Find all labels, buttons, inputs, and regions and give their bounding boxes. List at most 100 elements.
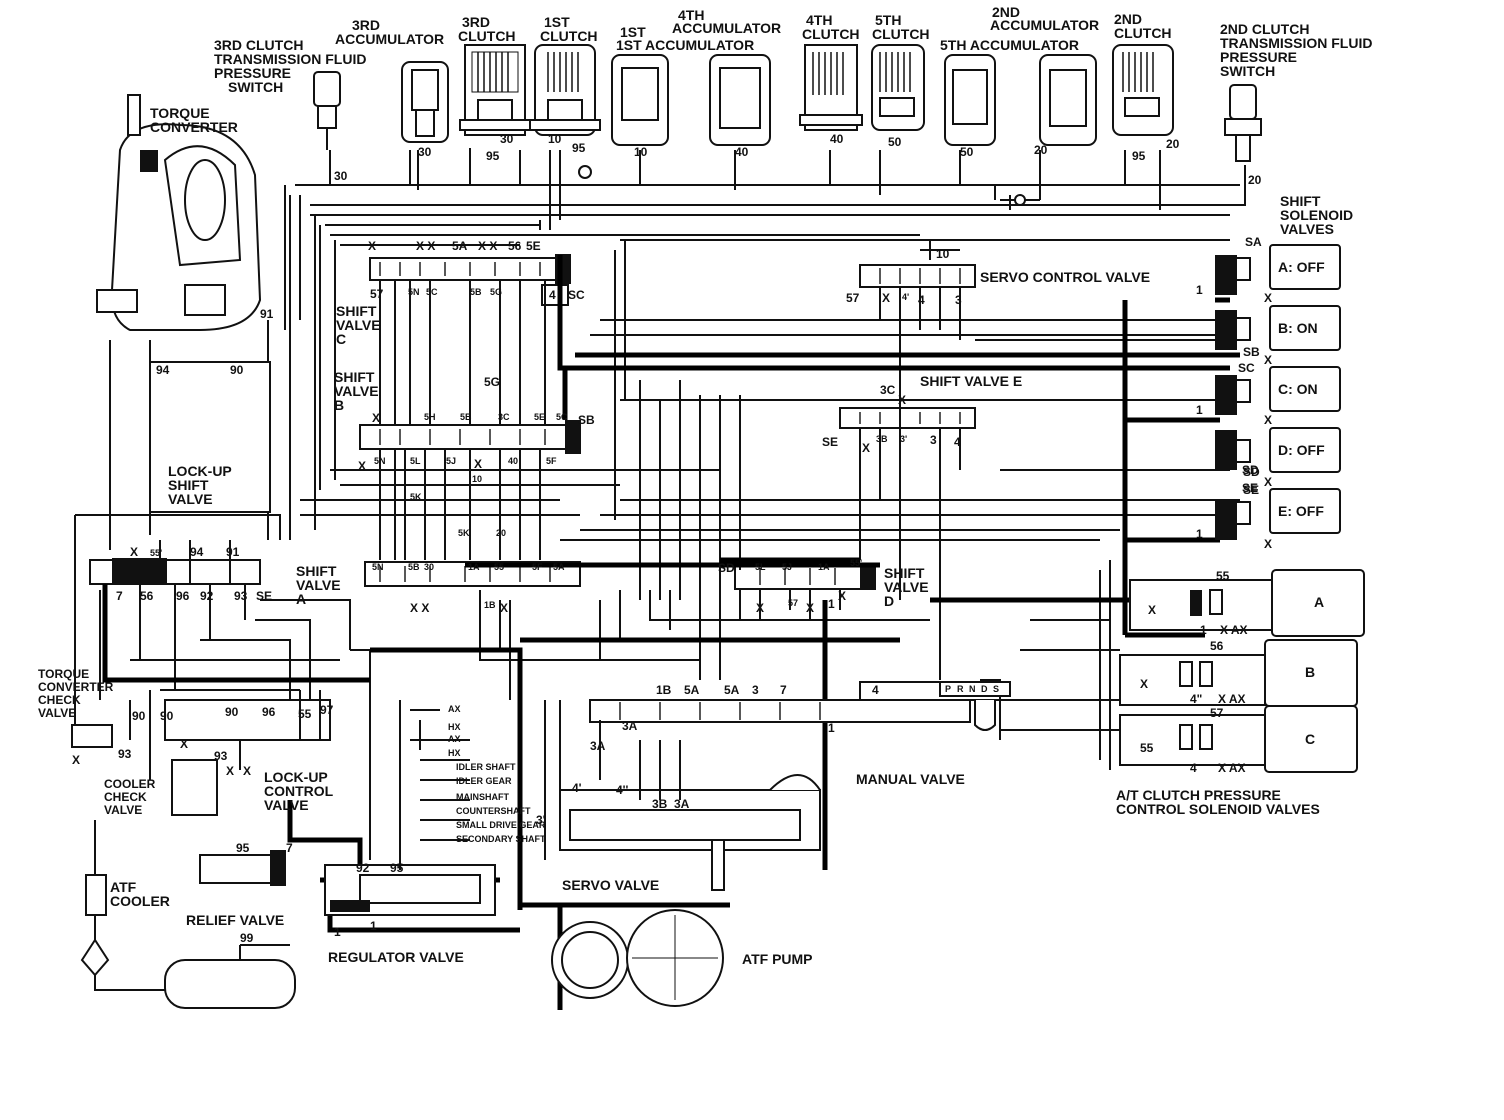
label-lock-up-control-valve: LOCK-UP	[264, 769, 328, 785]
servo-control-valve	[859, 264, 976, 288]
svg-text:4: 4	[918, 293, 925, 307]
svg-text:SC: SC	[568, 288, 585, 302]
svg-text:4: 4	[549, 288, 556, 302]
svg-text:56: 56	[1210, 639, 1224, 653]
svg-text:X: X	[838, 589, 846, 603]
svg-text:90: 90	[230, 363, 244, 377]
svg-text:3': 3'	[900, 434, 907, 444]
svg-text:1: 1	[828, 721, 835, 735]
svg-text:4: 4	[954, 435, 961, 449]
svg-text:X X: X X	[416, 239, 435, 253]
svg-text:3': 3'	[536, 813, 546, 827]
svg-text:VALVE: VALVE	[168, 491, 213, 507]
svg-text:SD: SD	[1243, 465, 1260, 479]
lower-valves	[71, 681, 1011, 916]
svg-text:X AX: X AX	[1218, 692, 1246, 706]
label-tc-check-valve: TORQUE	[38, 667, 89, 681]
label-regulator-valve: REGULATOR VALVE	[328, 949, 464, 965]
svg-text:57: 57	[370, 287, 384, 301]
pressure-solenoid-b: B	[1305, 664, 1315, 680]
svg-text:55: 55	[1140, 741, 1154, 755]
label-1st-accumulator-num: 1ST	[620, 24, 646, 40]
svg-text:SE: SE	[1243, 483, 1259, 497]
svg-text:X: X	[226, 764, 234, 778]
svg-text:1: 1	[828, 597, 835, 611]
svg-text:94: 94	[190, 545, 204, 559]
svg-text:SA: SA	[1245, 235, 1262, 249]
svg-text:AX: AX	[448, 704, 461, 714]
svg-text:TRANSMISSION FLUID: TRANSMISSION FLUID	[214, 51, 366, 67]
solenoid-e-state: E: OFF	[1278, 503, 1324, 519]
label-2nd-clutch: 2ND	[1114, 11, 1142, 27]
svg-text:1: 1	[1196, 527, 1203, 541]
svg-text:CLUTCH: CLUTCH	[802, 26, 860, 42]
svg-text:1: 1	[1196, 283, 1203, 297]
svg-text:90: 90	[225, 705, 239, 719]
svg-text:20: 20	[496, 528, 506, 538]
svg-text:56: 56	[508, 239, 522, 253]
svg-text:5A: 5A	[452, 239, 468, 253]
svg-text:ACCUMULATOR: ACCUMULATOR	[990, 17, 1099, 33]
svg-text:X: X	[500, 601, 508, 615]
pressure-switch-3rd	[313, 71, 341, 150]
label-shift-solenoids: SHIFT	[1280, 193, 1321, 209]
svg-text:SWITCH: SWITCH	[1220, 63, 1275, 79]
svg-text:30: 30	[424, 562, 434, 572]
label-1st-accumulator: 1ST ACCUMULATOR	[616, 37, 754, 53]
shift-valve-b	[359, 420, 581, 454]
svg-text:MAINSHAFT: MAINSHAFT	[456, 792, 509, 802]
svg-text:3: 3	[930, 433, 937, 447]
svg-text:95: 95	[236, 841, 250, 855]
label-atf-cooler: ATF	[110, 879, 137, 895]
svg-text:R: R	[957, 684, 964, 694]
svg-text:1: 1	[334, 925, 341, 939]
label-4th-accumulator: 4TH	[678, 7, 704, 23]
svg-text:1: 1	[370, 919, 377, 933]
svg-text:1B: 1B	[484, 600, 496, 610]
svg-text:40: 40	[830, 132, 844, 146]
label-shift-valve-a: SHIFT	[296, 563, 337, 579]
lock-up-shift-valve-body	[149, 361, 271, 513]
svg-text:5K: 5K	[458, 528, 470, 538]
svg-text:97: 97	[320, 703, 334, 717]
svg-text:AX: AX	[448, 734, 461, 744]
svg-text:VALVES: VALVES	[1280, 221, 1334, 237]
svg-text:5E: 5E	[534, 412, 545, 422]
label-4th-clutch: 4TH	[806, 12, 832, 28]
svg-text:4: 4	[1190, 761, 1197, 775]
label-2nd-accumulator: 2ND	[992, 4, 1020, 20]
svg-text:X AX: X AX	[1218, 761, 1246, 775]
svg-text:CHECK: CHECK	[104, 790, 147, 804]
svg-text:3A: 3A	[622, 719, 638, 733]
svg-text:93: 93	[234, 589, 248, 603]
svg-text:5G: 5G	[484, 375, 500, 389]
svg-text:4: 4	[872, 683, 879, 697]
label-3rd-accumulator: 3RD	[352, 17, 380, 33]
svg-text:CLUTCH: CLUTCH	[540, 28, 598, 44]
label-3rd-clutch: 3RD	[462, 14, 490, 30]
pressure-solenoid-c: C	[1305, 731, 1315, 747]
svg-text:COUNTERSHAFT: COUNTERSHAFT	[456, 806, 531, 816]
svg-text:57: 57	[788, 598, 798, 608]
svg-text:SB: SB	[578, 413, 595, 427]
svg-text:VALVE: VALVE	[336, 317, 381, 333]
accumulator-4th	[709, 54, 771, 146]
svg-text:94: 94	[156, 363, 170, 377]
high-pressure-lines	[102, 255, 1240, 1010]
svg-text:50: 50	[888, 135, 902, 149]
svg-text:5J: 5J	[782, 562, 792, 572]
svg-text:VALVE: VALVE	[334, 383, 379, 399]
top-components	[313, 44, 1262, 210]
solenoid-a-state: A: OFF	[1278, 259, 1325, 275]
label-3rd-switch: 3RD CLUTCH	[214, 37, 303, 53]
accumulator-2nd	[1039, 54, 1097, 146]
svg-text:X: X	[756, 601, 764, 615]
label-atf-pump: ATF PUMP	[742, 951, 813, 967]
svg-text:7: 7	[116, 589, 123, 603]
svg-text:5B: 5B	[470, 287, 482, 297]
svg-text:5B: 5B	[460, 412, 472, 422]
svg-text:3A: 3A	[674, 797, 690, 811]
svg-text:SOLENOID: SOLENOID	[1280, 207, 1353, 223]
